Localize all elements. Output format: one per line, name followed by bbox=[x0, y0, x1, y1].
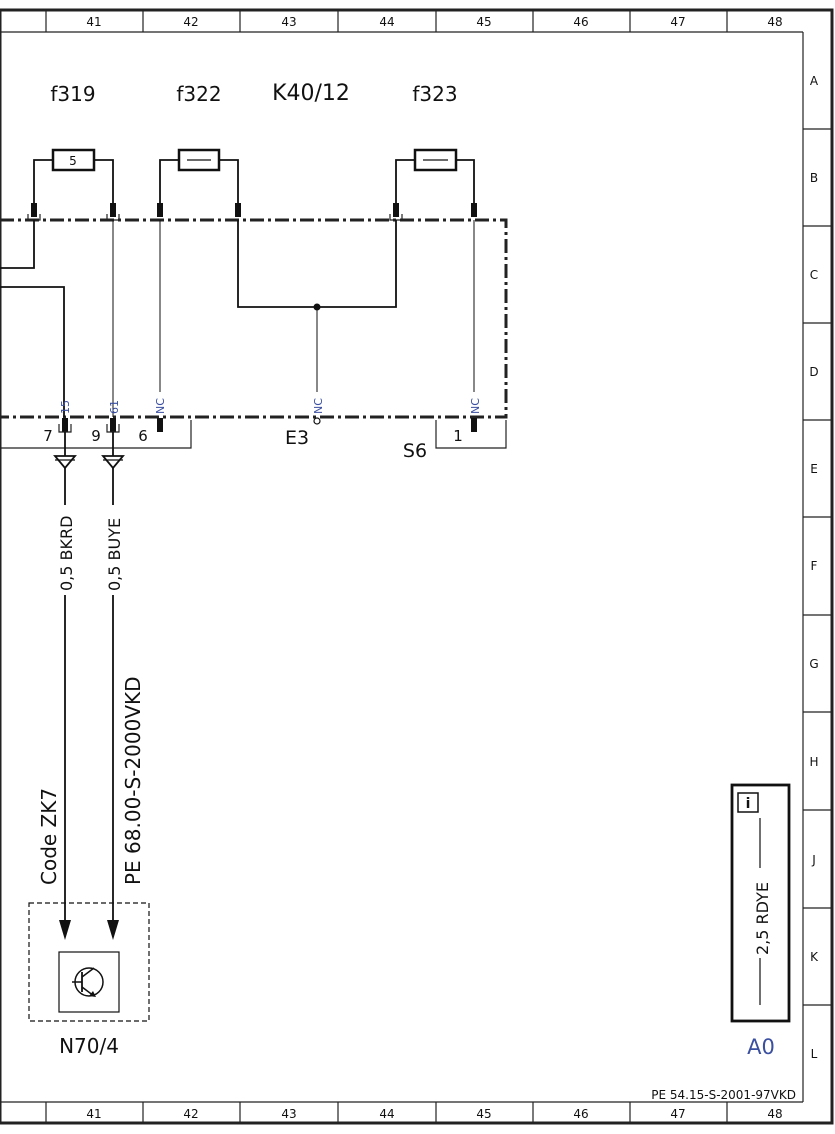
connector-e3-label: E3 bbox=[285, 427, 309, 449]
legend-wire-label: 2,5 RDYE bbox=[753, 882, 772, 955]
pin-label-15: 15 bbox=[59, 400, 72, 414]
pin-number-9: 9 bbox=[91, 427, 101, 445]
wire-label-bkrd: 0,5 BKRD bbox=[57, 516, 76, 591]
row-label: A bbox=[810, 74, 819, 88]
reference-link[interactable]: PE 68.00-S-2000VKD bbox=[121, 676, 145, 885]
row-label: C bbox=[810, 268, 818, 282]
pin-label-nc: NC bbox=[154, 398, 167, 414]
wire-label-buye: 0,5 BUYE bbox=[105, 518, 124, 591]
wire-bkrd bbox=[53, 432, 77, 940]
pin-number-6: 6 bbox=[138, 427, 148, 445]
col-label: 45 bbox=[476, 1107, 491, 1121]
col-label: 48 bbox=[767, 1107, 782, 1121]
top-ruler-labels: 41 42 43 44 45 46 47 48 bbox=[86, 15, 782, 29]
top-connectors bbox=[27, 203, 477, 221]
pin-label-nc: NC bbox=[469, 398, 482, 414]
footer-reference[interactable]: PE 54.15-S-2001-97VKD bbox=[651, 1088, 796, 1102]
fuse-f322 bbox=[159, 148, 239, 212]
relay-k40-12-label: K40/12 bbox=[272, 81, 350, 106]
row-label: G bbox=[809, 657, 818, 671]
col-label: 43 bbox=[281, 1107, 296, 1121]
row-label: D bbox=[809, 365, 818, 379]
info-icon-glyph: i bbox=[746, 796, 751, 812]
col-label: 41 bbox=[86, 1107, 101, 1121]
col-label: 47 bbox=[670, 15, 685, 29]
component-n70-4 bbox=[28, 902, 150, 1022]
row-label: E bbox=[810, 462, 818, 476]
col-label: 46 bbox=[573, 1107, 588, 1121]
row-label: K bbox=[810, 950, 819, 964]
row-label: L bbox=[811, 1047, 818, 1061]
col-label: 42 bbox=[183, 15, 198, 29]
col-label: 46 bbox=[573, 15, 588, 29]
col-label: 43 bbox=[281, 15, 296, 29]
top-ruler-dividers bbox=[45, 10, 728, 32]
col-label: 42 bbox=[183, 1107, 198, 1121]
legend-box: i 2,5 RDYE bbox=[730, 783, 791, 1023]
col-label: 44 bbox=[379, 1107, 394, 1121]
fuse-f323 bbox=[395, 148, 475, 212]
fuse-f323-label: f323 bbox=[412, 82, 457, 106]
row-label: J bbox=[811, 853, 816, 867]
col-label: 44 bbox=[379, 15, 394, 29]
pin-number-1: 1 bbox=[453, 427, 463, 445]
col-label: 41 bbox=[86, 15, 101, 29]
row-label: H bbox=[809, 755, 818, 769]
fuse-f319-label: f319 bbox=[50, 82, 95, 106]
pin-label-nc: NC bbox=[312, 398, 325, 414]
bottom-ruler-dividers bbox=[45, 1102, 728, 1123]
connector-e3-housing bbox=[0, 420, 192, 449]
wire-buye bbox=[101, 432, 125, 940]
module-boundary bbox=[0, 218, 508, 419]
connector-s6-label: S6 bbox=[403, 440, 427, 462]
right-ruler-dividers bbox=[803, 128, 832, 1006]
info-icon[interactable] bbox=[737, 792, 759, 813]
bottom-ruler-labels: 41 42 43 44 45 46 47 48 bbox=[86, 1107, 782, 1121]
row-label: B bbox=[810, 171, 818, 185]
col-label: 48 bbox=[767, 15, 782, 29]
diagram-frame bbox=[0, 8, 834, 1125]
fuse-f319: 5 bbox=[33, 148, 114, 212]
connector-s6-housing bbox=[435, 420, 507, 449]
legend-a0-label[interactable]: A0 bbox=[747, 1035, 775, 1059]
col-label: 47 bbox=[670, 1107, 685, 1121]
col-label: 45 bbox=[476, 15, 491, 29]
component-n70-4-label: N70/4 bbox=[59, 1034, 119, 1058]
bottom-connectors bbox=[58, 417, 477, 433]
pin-number-7: 7 bbox=[43, 427, 53, 445]
internal-wiring bbox=[0, 220, 475, 417]
fuse-f319-value: 5 bbox=[69, 154, 77, 168]
right-ruler-labels: A B C D E F G H J K L bbox=[809, 74, 819, 1061]
code-label: Code ZK7 bbox=[37, 788, 61, 885]
fuse-f322-label: f322 bbox=[176, 82, 221, 106]
pin-label-61: 61 bbox=[108, 400, 121, 414]
row-label: F bbox=[811, 559, 818, 573]
